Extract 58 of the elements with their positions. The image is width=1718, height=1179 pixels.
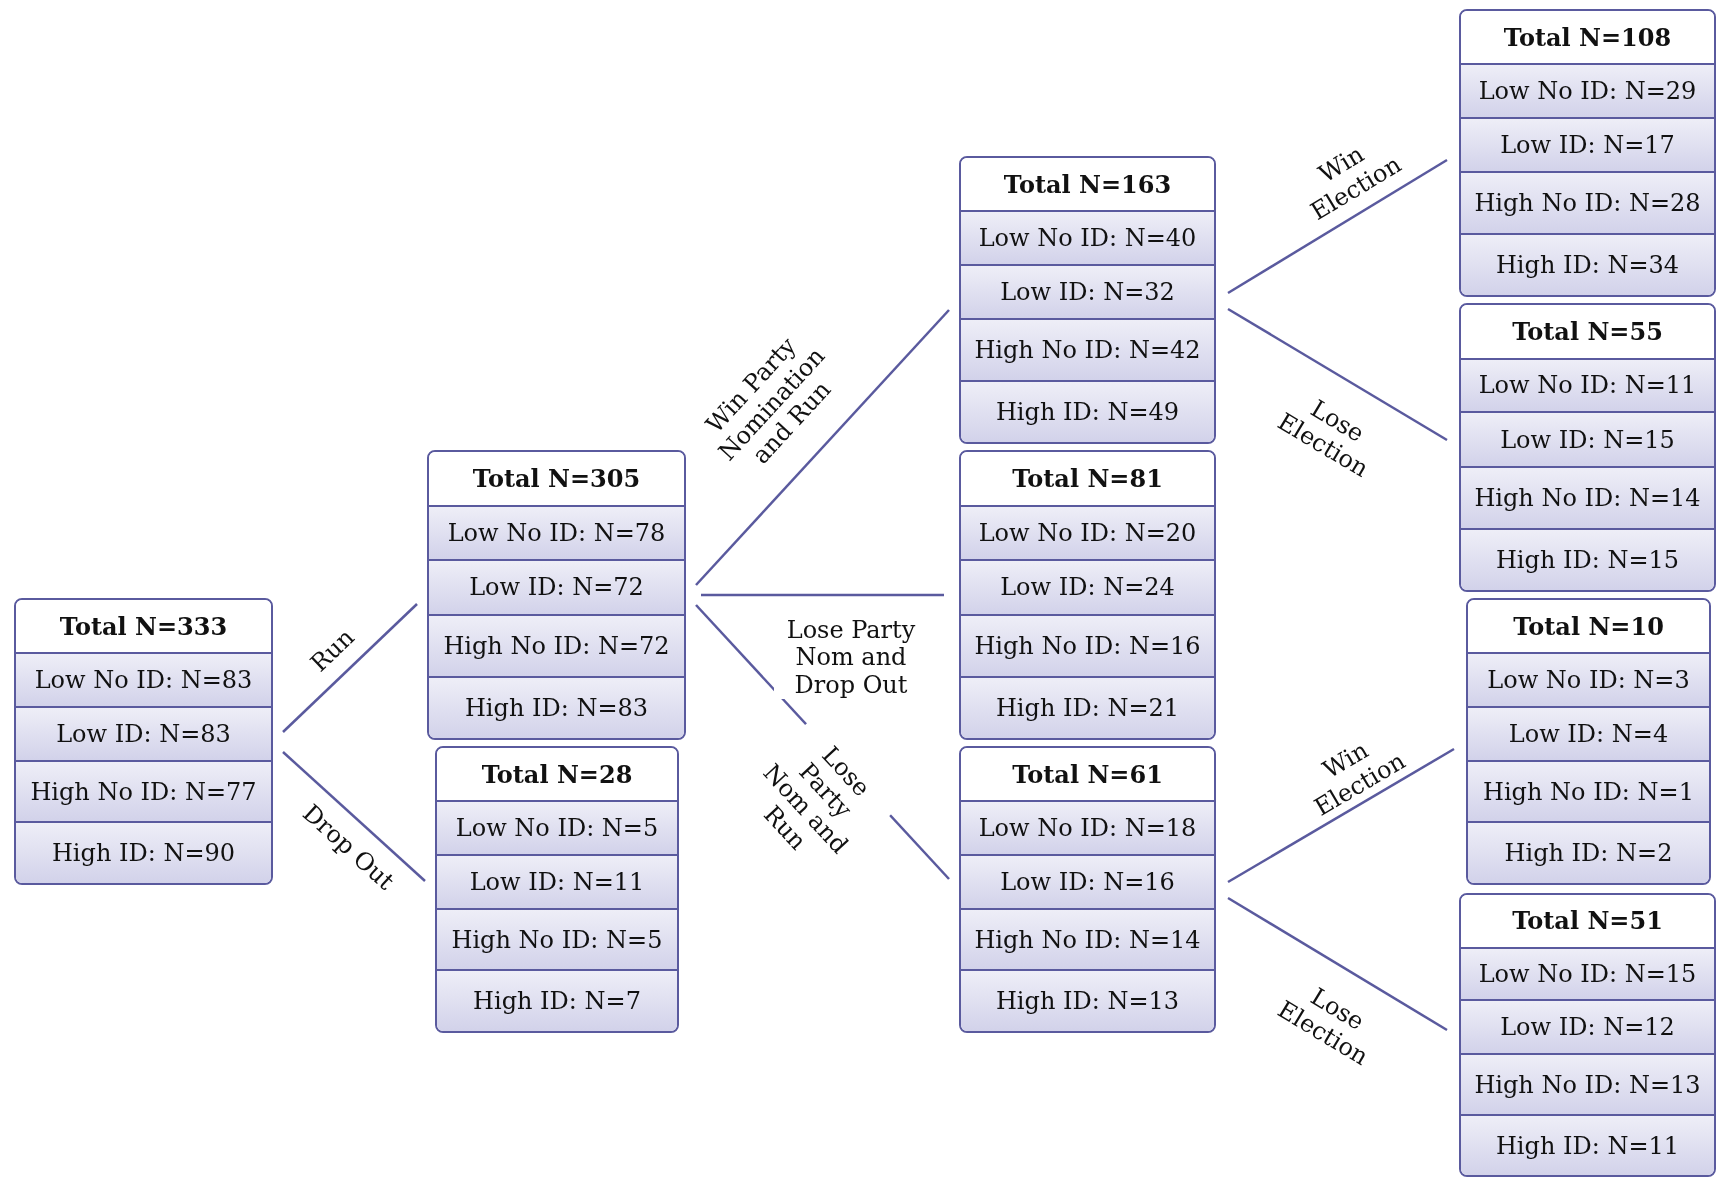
table-card xyxy=(1459,303,1716,592)
table-row: High No ID: N=28 xyxy=(1461,171,1714,234)
table-row: High ID: N=83 xyxy=(429,675,684,738)
connector-line xyxy=(701,593,944,597)
connector-line xyxy=(1227,307,1448,442)
table-row: Low No ID: N=11 xyxy=(1461,357,1714,412)
table-card xyxy=(1466,598,1711,885)
table-card xyxy=(1459,893,1716,1177)
table-card xyxy=(435,746,679,1033)
connector-line xyxy=(282,603,418,733)
table-row: Low ID: N=12 xyxy=(1461,999,1714,1054)
table-row: High ID: N=11 xyxy=(1461,1114,1714,1175)
table-card xyxy=(1459,9,1716,297)
table-row: Low ID: N=4 xyxy=(1468,705,1709,760)
table-row: High No ID: N=1 xyxy=(1468,759,1709,822)
table-row: Low No ID: N=5 xyxy=(437,800,677,854)
table-row: High ID: N=2 xyxy=(1468,821,1709,883)
table-row: Low No ID: N=78 xyxy=(429,504,684,559)
table-row: Low No ID: N=20 xyxy=(961,504,1214,559)
table-row: High No ID: N=14 xyxy=(961,907,1214,970)
table-row: Low No ID: N=15 xyxy=(1461,946,1714,1000)
table-row: High No ID: N=42 xyxy=(961,318,1214,381)
table-card xyxy=(14,598,273,885)
connector-line xyxy=(695,309,950,586)
table-card xyxy=(427,450,686,740)
table-row: Low No ID: N=29 xyxy=(1461,63,1714,117)
table-row: Low ID: N=15 xyxy=(1461,411,1714,466)
table-row: Low ID: N=83 xyxy=(16,705,271,760)
table-row: High No ID: N=5 xyxy=(437,907,677,970)
table-row: Low ID: N=24 xyxy=(961,558,1214,614)
table-row: High ID: N=34 xyxy=(1461,233,1714,295)
table-row: Low ID: N=17 xyxy=(1461,116,1714,172)
table-row: Low No ID: N=83 xyxy=(16,652,271,706)
table-row: High ID: N=15 xyxy=(1461,527,1714,590)
table-row: High ID: N=13 xyxy=(961,969,1214,1031)
table-row: High ID: N=90 xyxy=(16,821,271,883)
table-row: Low ID: N=72 xyxy=(429,558,684,614)
connector-line xyxy=(1227,896,1448,1032)
table-row: High No ID: N=72 xyxy=(429,613,684,676)
table-row: High No ID: N=77 xyxy=(16,759,271,822)
connector-line xyxy=(1227,158,1448,295)
connector-line xyxy=(282,751,426,882)
table-row: Low No ID: N=3 xyxy=(1468,652,1709,706)
table-row: High No ID: N=14 xyxy=(1461,465,1714,528)
table-row: High ID: N=7 xyxy=(437,969,677,1031)
table-row: Low No ID: N=40 xyxy=(961,210,1214,264)
connector-line xyxy=(1227,747,1455,884)
table-row: High No ID: N=13 xyxy=(1461,1053,1714,1115)
table-card xyxy=(959,156,1216,444)
table-card xyxy=(959,450,1216,740)
table-row: High No ID: N=16 xyxy=(961,613,1214,676)
table-row: Low ID: N=32 xyxy=(961,263,1214,319)
table-row: Low ID: N=16 xyxy=(961,853,1214,908)
table-row: High ID: N=49 xyxy=(961,380,1214,442)
table-row: Low No ID: N=18 xyxy=(961,800,1214,854)
table-card xyxy=(959,746,1216,1033)
table-row: High ID: N=21 xyxy=(961,675,1214,738)
table-row: Low ID: N=11 xyxy=(437,853,677,908)
